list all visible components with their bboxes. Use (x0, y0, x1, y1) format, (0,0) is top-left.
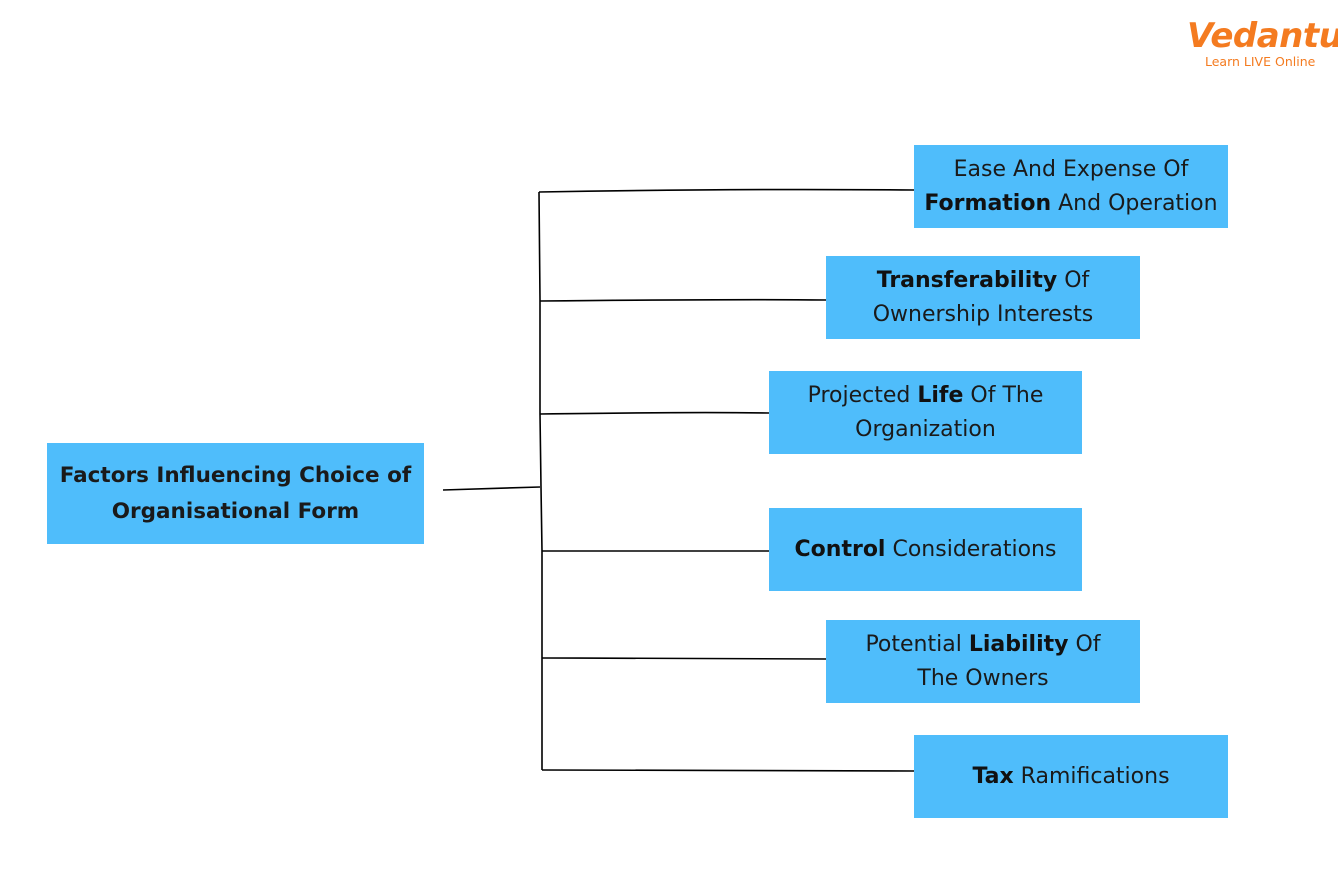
branch-3-rest: Of The (963, 382, 1044, 408)
branch-5-line-2: The Owners (917, 665, 1049, 691)
branch-3-keyword: Life (917, 382, 964, 408)
branch-1-line-2: Formation And Operation (924, 187, 1217, 221)
branch-3-line-1: Projected Life Of The (808, 379, 1044, 413)
branch-2-rest: Of (1057, 267, 1090, 293)
branch-5-keyword: Liability (968, 631, 1069, 657)
branch-line-1 (538, 188, 915, 193)
root-node: Factors Influencing Choice of Organisati… (47, 443, 424, 544)
trunk-line (538, 191, 543, 770)
branch-node-life: Projected Life Of The Organization (769, 371, 1082, 454)
branch-1-rest: And Operation (1051, 190, 1218, 216)
branch-node-tax: Tax Ramifications (914, 735, 1228, 818)
branch-4-line-1: Control Considerations (795, 533, 1057, 567)
branch-5-rest: Of (1068, 631, 1101, 657)
branch-line-5 (541, 657, 827, 660)
root-line-2: Organisational Form (111, 498, 360, 524)
branch-6-line-1: Tax Ramifications (972, 760, 1169, 794)
branch-line-2 (539, 298, 827, 302)
root-line-1: Factors Influencing Choice of (59, 462, 412, 488)
branch-3-line-2: Organization (855, 416, 996, 442)
vedantu-logo: Vedantu Learn LIVE Online (1185, 14, 1338, 74)
branch-4-keyword: Control (794, 536, 886, 562)
branch-1-keyword: Formation (924, 190, 1052, 216)
branch-1-line-1: Ease And Expense Of (953, 156, 1189, 182)
branch-6-keyword: Tax (972, 763, 1014, 789)
logo-tagline: Learn LIVE Online (1205, 54, 1316, 69)
branch-5-prefix: Potential (865, 631, 969, 657)
branch-3-prefix: Projected (807, 382, 918, 408)
branch-node-liability: Potential Liability Of The Owners (826, 620, 1140, 703)
branch-line-3 (539, 411, 770, 415)
branch-node-transferability: Transferability Of Ownership Interests (826, 256, 1140, 339)
branch-4-rest: Considerations (885, 536, 1057, 562)
branch-2-line-1: Transferability Of (873, 264, 1094, 298)
branch-6-rest: Ramifications (1013, 763, 1170, 789)
branch-node-formation: Ease And Expense Of Formation And Operat… (914, 145, 1228, 228)
branch-node-control: Control Considerations (769, 508, 1082, 591)
logo-wordmark: Vedantu (1187, 16, 1338, 56)
branch-2-line-2: Ownership Interests (872, 301, 1094, 327)
root-connector (442, 486, 541, 491)
branch-2-keyword: Transferability (876, 267, 1058, 293)
branch-line-6 (541, 769, 915, 772)
branch-5-line-1: Potential Liability Of (865, 628, 1100, 662)
